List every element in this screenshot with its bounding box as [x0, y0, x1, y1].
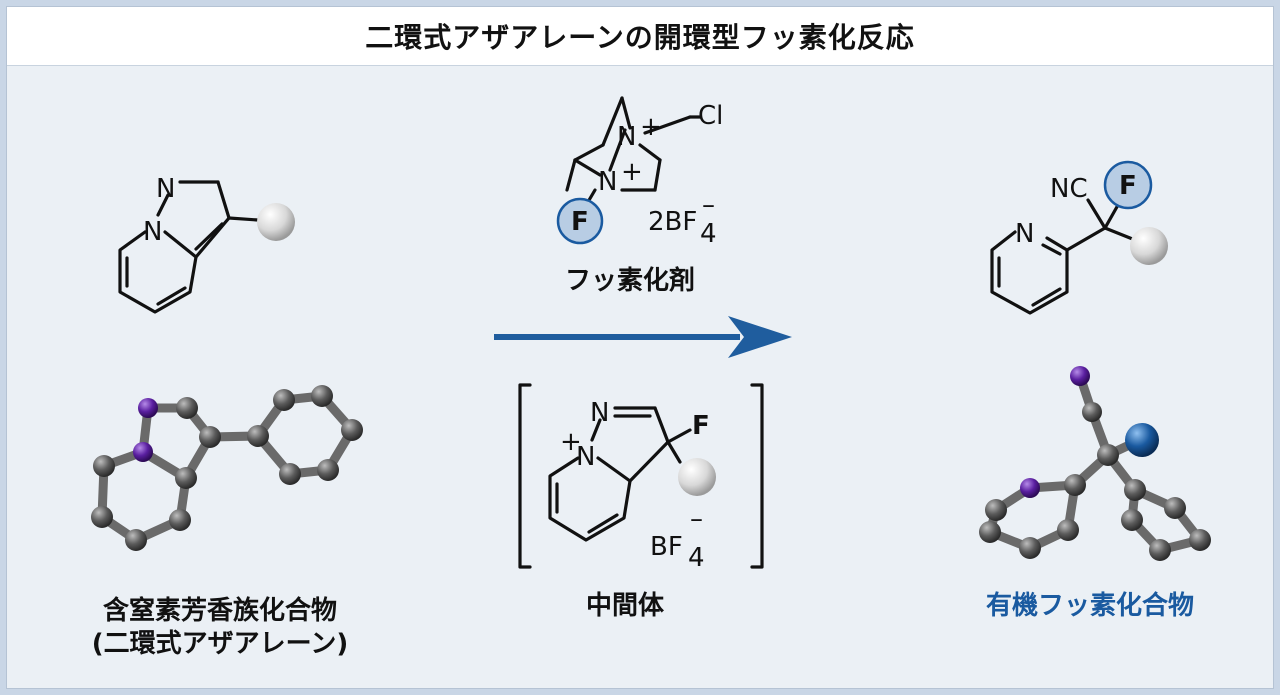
n2-label: N — [143, 217, 162, 247]
title-bar: 二環式アザアレーンの開環型フッ素化反応 — [7, 7, 1273, 66]
product-3d-model — [979, 366, 1211, 561]
n-int-top-label: N — [590, 398, 609, 428]
n-product-label: N — [1015, 219, 1034, 249]
n-int-bottom-label: N — [576, 442, 595, 472]
fluorine-3d-atom — [1125, 423, 1159, 457]
figure-frame: 二環式アザアレーンの開環型フッ素化反応 — [6, 6, 1274, 689]
f-int-label: F — [692, 411, 710, 441]
starting-material-structure: N N — [118, 174, 295, 314]
product-structure: N NC F — [990, 160, 1168, 315]
counterion-2bf4: 2BF — [648, 207, 697, 237]
fluorinating-reagent-structure: N + N + Cl F 2BF 4 – — [556, 96, 723, 249]
starting-material-label-line1: 含窒素芳香族化合物 — [102, 596, 337, 626]
reagent-label: フッ素化剤 — [564, 266, 695, 296]
figure-title: 二環式アザアレーンの開環型フッ素化反応 — [365, 21, 915, 54]
right-bracket — [750, 383, 764, 569]
counterion-sub4: 4 — [700, 219, 717, 249]
starting-material-3d-model — [91, 385, 363, 551]
intermediate-structure: N N + F BF 4 – — [518, 383, 764, 573]
counterion-minus: – — [702, 190, 715, 220]
intermediate-label: 中間体 — [585, 591, 664, 621]
starting-material-label-line2: (二環式アザアレーン) — [91, 629, 349, 659]
n-plus-bottom-label: N — [598, 167, 617, 197]
left-bracket — [518, 383, 532, 569]
substituent-sphere-product — [1130, 227, 1168, 265]
substituent-sphere — [257, 203, 295, 241]
cl-label: Cl — [698, 101, 723, 131]
f-product-label: F — [1119, 171, 1137, 201]
plus-top: + — [640, 112, 662, 142]
fluorine-highlight-reagent — [556, 197, 604, 245]
n-plus-top-label: N — [617, 122, 636, 152]
bf4-int-minus: – — [690, 504, 703, 534]
starting-material-label: 含窒素芳香族化合物 (二環式アザアレーン) — [40, 595, 400, 661]
bf4-int: BF — [650, 532, 683, 562]
reaction-arrow — [494, 316, 792, 358]
product-label: 有機フッ素化合物 — [985, 591, 1194, 621]
substituent-sphere-int — [678, 458, 716, 496]
fluorine-highlight-product — [1103, 160, 1153, 210]
bf4-int-sub4: 4 — [688, 543, 705, 573]
nc-label: NC — [1050, 174, 1088, 204]
plus-bottom: + — [621, 157, 643, 187]
f-reagent-label: F — [571, 207, 589, 237]
n1-label: N — [156, 174, 175, 204]
plus-int: + — [560, 427, 582, 457]
